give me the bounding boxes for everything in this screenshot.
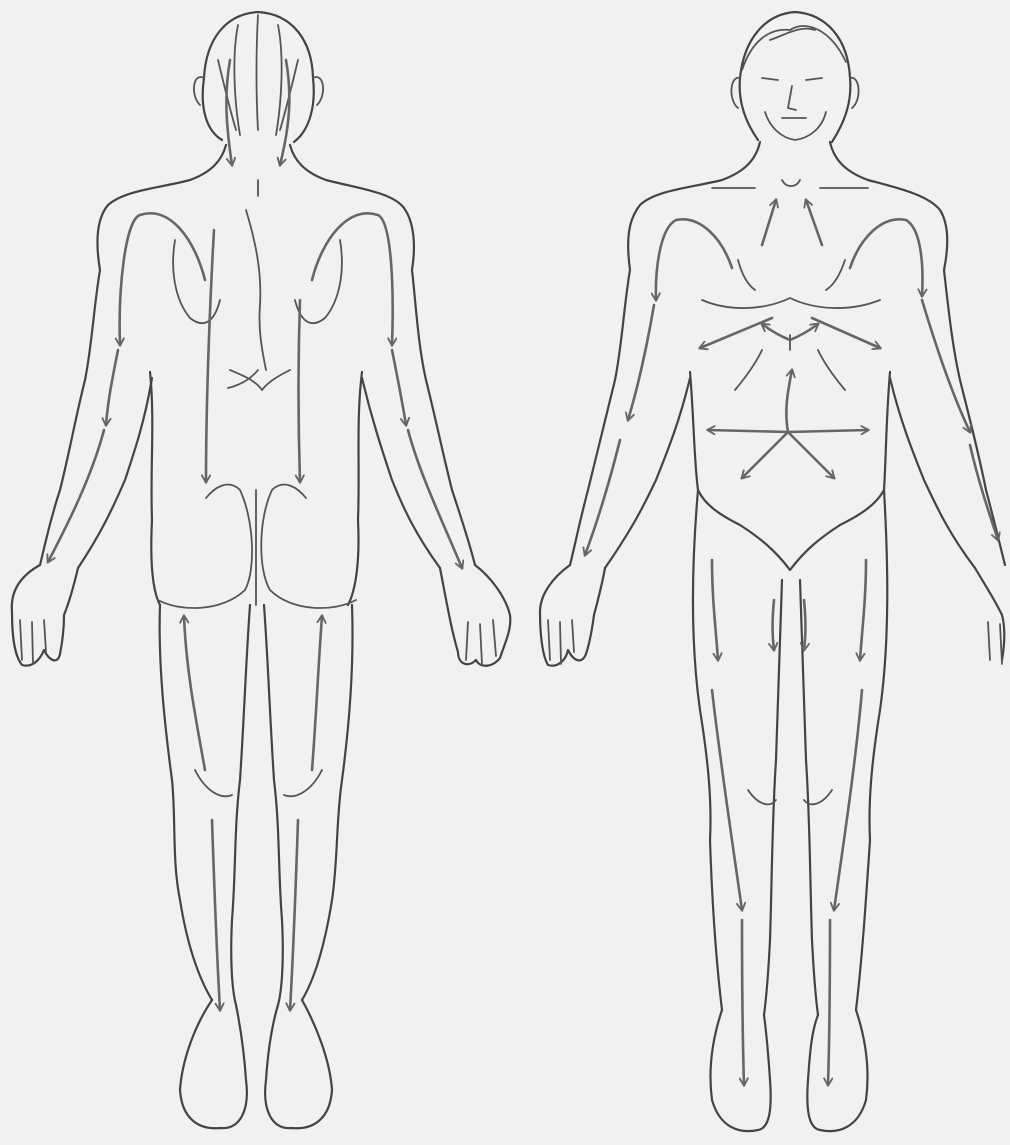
front-arrow-navel-right: [788, 430, 868, 432]
front-left-leg: [693, 490, 782, 1015]
front-face-features: [762, 78, 826, 140]
back-arrow-shoulder-left: [120, 213, 205, 345]
front-arrows: [585, 200, 998, 1085]
front-arrow-thigh-outer-left: [712, 560, 718, 660]
front-right-arm: [890, 270, 1005, 568]
back-arrow-back-right: [299, 300, 301, 482]
back-right-hand: [440, 565, 510, 666]
front-arrow-chest-left: [700, 318, 772, 348]
front-arrow-thigh-inner-right: [804, 600, 806, 650]
back-spine: [228, 180, 266, 388]
front-knee-details: [748, 790, 832, 804]
back-left-arm: [40, 270, 152, 568]
front-right-leg: [800, 490, 887, 1015]
front-arrow-navel-down-left: [742, 432, 788, 478]
front-arrow-upper-chest-left: [762, 200, 776, 245]
front-arrow-sternum-right: [790, 324, 818, 340]
front-arrow-chest-right: [812, 318, 880, 348]
back-knee-details: [195, 770, 322, 796]
front-arrow-shin-right: [828, 920, 830, 1085]
back-hair-strands: [218, 15, 298, 135]
front-left-arm: [570, 270, 690, 568]
front-arrow-navel-left: [708, 430, 788, 432]
front-torso-outline: [690, 372, 890, 570]
back-arrow-shoulder-right: [312, 213, 393, 345]
back-arrow-calf-left: [212, 820, 220, 1010]
front-arrow-upperarm-right: [922, 300, 970, 432]
front-arrow-upperarm-left: [628, 305, 654, 420]
front-arrow-sternum-left: [762, 324, 790, 340]
front-chest-details: [702, 260, 880, 308]
back-right-leg: [264, 605, 353, 1005]
front-arrow-leg-left: [712, 690, 742, 910]
front-arrow-navel-down-right: [788, 432, 834, 478]
back-right-arm: [362, 270, 475, 568]
back-ears: [194, 77, 323, 105]
front-arrow-shin-left: [742, 920, 744, 1085]
back-right-fingers: [466, 620, 496, 664]
front-arrow-thigh-inner-left: [773, 600, 775, 650]
front-arrow-shoulder-right: [850, 219, 922, 296]
back-arrow-upperarm-right: [392, 350, 406, 425]
back-buttocks: [158, 485, 356, 609]
front-arrow-thigh-outer-right: [860, 560, 866, 660]
front-view-figure: [540, 12, 1005, 1131]
front-arrow-upper-chest-right: [806, 200, 822, 245]
back-view-figure: [12, 12, 511, 1128]
front-collarbones: [712, 180, 868, 188]
front-arrow-navel-up: [786, 370, 792, 432]
front-right-foot: [807, 1010, 867, 1131]
front-right-fingers: [988, 622, 1002, 664]
front-neck-shoulders: [628, 142, 947, 270]
back-left-leg: [160, 605, 250, 1005]
back-arrow-forearm-left: [48, 430, 104, 562]
front-arrow-forearm-right: [970, 445, 998, 540]
front-arrow-shoulder-left: [656, 219, 732, 300]
back-arrow-back-left: [206, 230, 214, 482]
back-left-fingers: [20, 620, 46, 664]
front-left-fingers: [548, 620, 574, 664]
front-arrow-forearm-left: [585, 440, 620, 555]
back-left-foot: [180, 1000, 247, 1128]
front-left-foot: [710, 1010, 770, 1131]
back-right-foot: [265, 1000, 332, 1128]
front-arrow-leg-right: [834, 690, 862, 910]
back-arrow-thigh-right: [312, 616, 322, 770]
back-arrow-upperarm-left: [106, 350, 118, 425]
front-head-outline: [740, 12, 851, 142]
back-arrow-thigh-left: [184, 616, 205, 770]
front-ears: [731, 78, 858, 108]
back-arrow-calf-right: [290, 820, 298, 1010]
